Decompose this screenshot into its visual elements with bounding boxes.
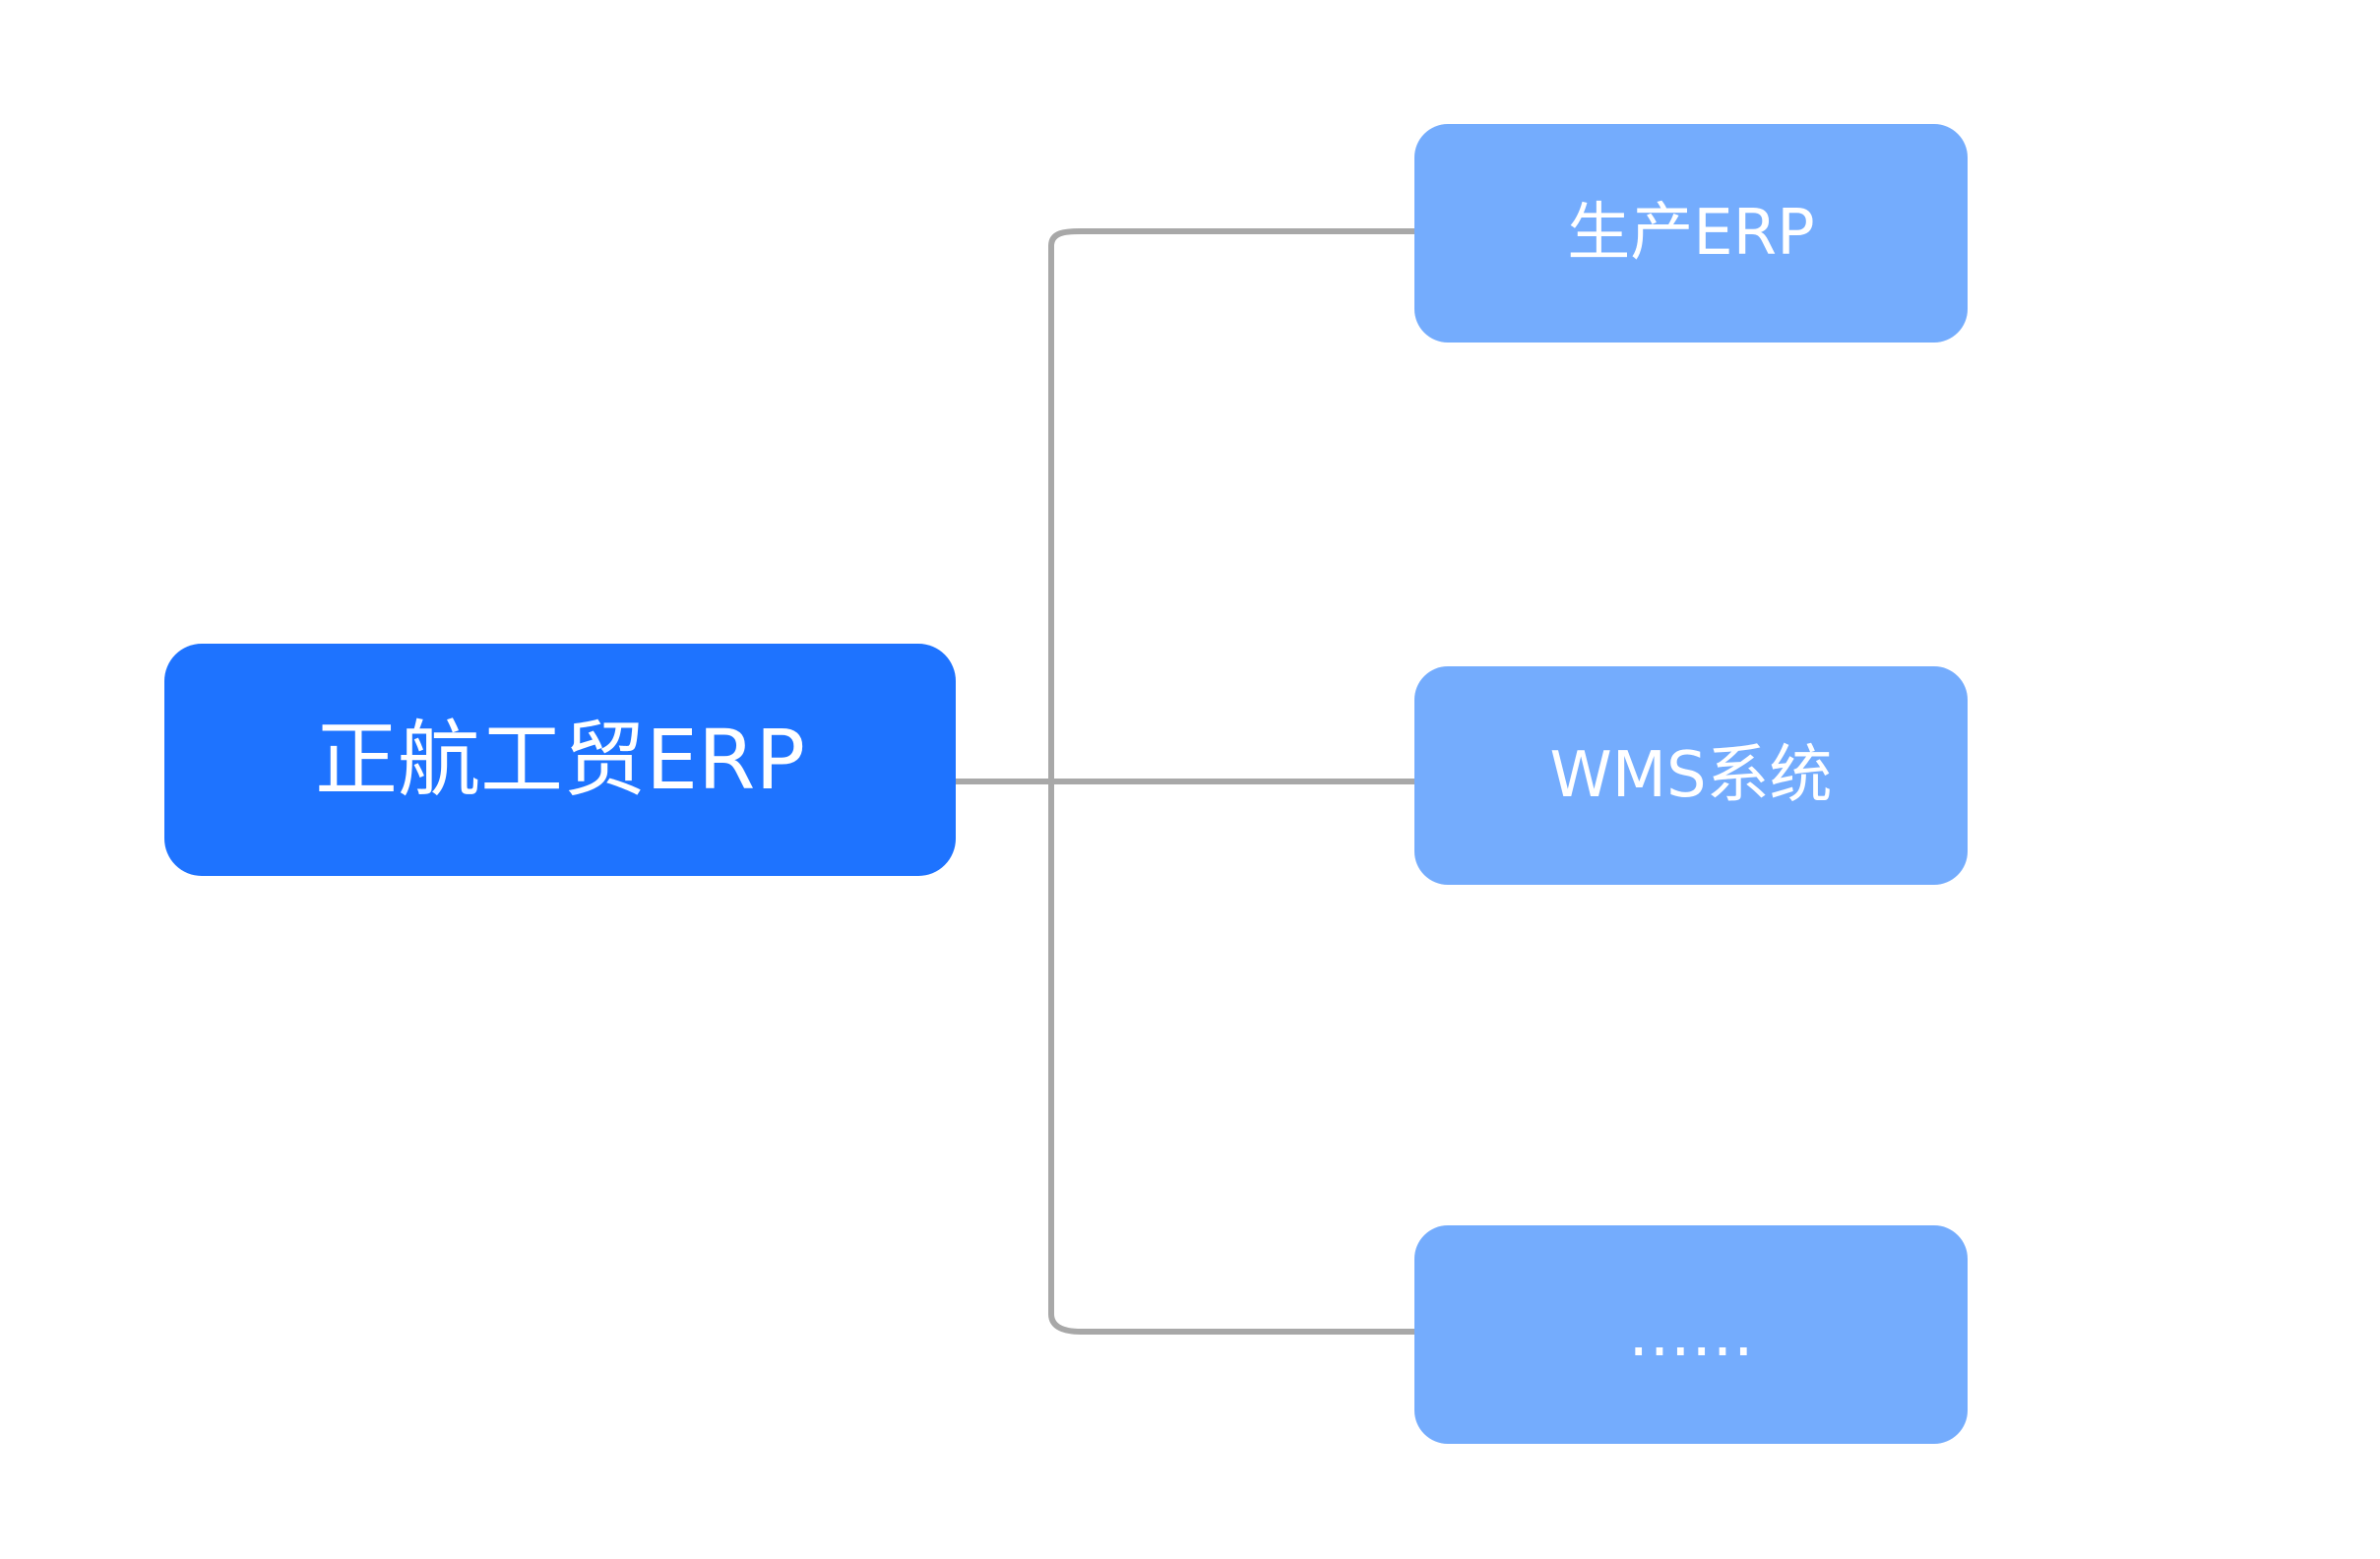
child-node-wms-system[interactable]: WMS系统 (1414, 666, 1968, 885)
child-node-label: …… (1628, 1298, 1754, 1371)
child-node-label: WMS系统 (1549, 739, 1833, 812)
child-node-more[interactable]: …… (1414, 1225, 1968, 1444)
connector-branch-top (1048, 228, 1414, 247)
connector-branch-bottom (1048, 1313, 1414, 1335)
child-node-production-erp[interactable]: 生产ERP (1414, 124, 1968, 343)
root-node[interactable]: 正航工贸ERP (164, 644, 956, 876)
root-node-label: 正航工贸ERP (314, 712, 806, 808)
child-node-label: 生产ERP (1567, 197, 1815, 270)
